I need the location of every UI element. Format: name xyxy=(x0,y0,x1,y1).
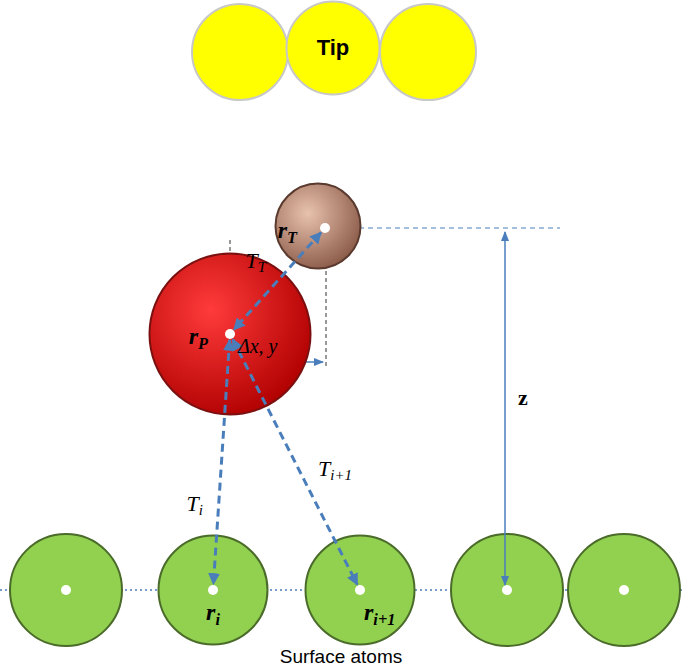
position-label: rP xyxy=(189,323,208,349)
tip-atom xyxy=(192,4,288,100)
atom-center xyxy=(225,329,235,339)
hopping-connector xyxy=(213,340,229,584)
text-holder: ri+1 xyxy=(364,599,395,630)
surface-atom: ri+1 xyxy=(304,534,416,646)
apex-atom: rT xyxy=(274,182,362,270)
atom-center xyxy=(619,585,629,595)
text-holder: Surface atoms xyxy=(280,646,403,668)
caption-label: Surface atoms xyxy=(280,646,403,667)
text-holder: z xyxy=(518,385,528,411)
text-holder: ri xyxy=(206,599,220,630)
height-label: z xyxy=(518,385,528,410)
part-label: Tip xyxy=(317,35,350,60)
text-holder: Ti xyxy=(187,491,203,519)
text-holder: Δx, y xyxy=(238,335,278,358)
circle-outline xyxy=(274,182,362,270)
surface-atom xyxy=(568,534,680,646)
surface-atom xyxy=(451,534,563,646)
atom-center xyxy=(502,585,512,595)
z-dimension-arrow xyxy=(504,232,506,585)
hopping-label: Ti+1 xyxy=(318,456,352,481)
text-holder: Ti+1 xyxy=(318,456,352,484)
hopping-connector xyxy=(233,339,358,584)
position-label: ri xyxy=(206,599,220,625)
surface-atom xyxy=(10,534,122,646)
text-holder: TT xyxy=(245,248,266,276)
atom-center xyxy=(355,585,365,595)
hopping-connector xyxy=(234,232,321,329)
text-holder: rP xyxy=(189,323,208,354)
text-holder: rT xyxy=(278,217,297,248)
hopping-label: Ti xyxy=(187,491,203,516)
atom-center xyxy=(208,585,218,595)
atom-center xyxy=(320,223,330,233)
reference-line xyxy=(332,227,560,228)
tip-atom xyxy=(380,4,476,100)
tip-atom: Tip xyxy=(285,0,381,96)
hopping-label: TT xyxy=(245,248,266,273)
offset-label: Δx, y xyxy=(238,335,278,357)
atom-center xyxy=(61,585,71,595)
text-holder: Tip xyxy=(317,35,350,61)
surface-atom: ri xyxy=(157,534,269,646)
position-label: rT xyxy=(278,217,297,243)
probe-particle: rP xyxy=(148,252,312,416)
position-label: ri+1 xyxy=(364,599,395,625)
